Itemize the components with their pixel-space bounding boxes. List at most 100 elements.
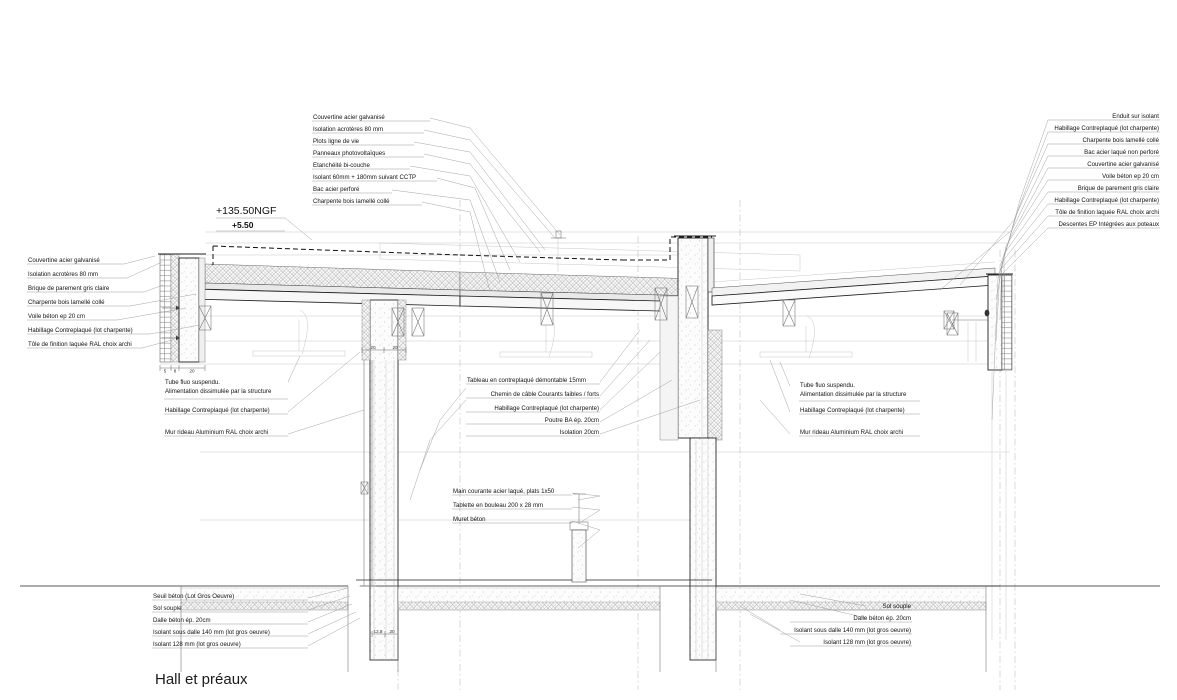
leaders-bottom-left — [307, 587, 361, 647]
label-midcenter-0: Tableau en contreplaqué démontable 15mm — [467, 377, 586, 384]
dim-wall-20: 20 — [189, 369, 195, 374]
plot-ligne-de-vie — [551, 230, 566, 272]
dim-col-20b: 20 — [392, 345, 398, 350]
dimension-slab: 12.8 20 — [371, 629, 399, 637]
brace-4 — [540, 292, 554, 326]
dim-wall-8: 8 — [174, 369, 177, 374]
label-top-7: Charpente bois lamellé collé — [313, 198, 390, 205]
dim-slab-20: 20 — [389, 629, 395, 634]
label-right-0: Enduit sur isolant — [1112, 113, 1159, 120]
background-construction-lines — [160, 231, 1010, 521]
label-midright-2: Habillage Contreplaqué (lot charpente) — [800, 407, 905, 414]
leaders-mid-center — [409, 329, 701, 501]
label-midcenter-2: Habillage Contreplaqué (lot charpente) — [494, 405, 599, 412]
label-right-8: Tôle de finition laquée RAL choix archi — [1055, 209, 1159, 216]
brace-8 — [946, 312, 959, 336]
label-top-1: Isolation acrotères 80 mm — [313, 126, 383, 133]
left-wall-assembly: 5 8 20 — [158, 253, 206, 374]
label-midright-3: Mur rideau Aluminium RAL choix archi — [800, 429, 903, 436]
label-right-5: Voile béton ep 20 cm — [1102, 173, 1159, 180]
brace-3 — [411, 307, 425, 337]
label-bottomright-3: Isolant 128 mm (lot gros oeuvre) — [823, 639, 911, 646]
labels-left-upper: Couvertine acier galvanisé Isolation acr… — [27, 257, 150, 349]
label-bottomleft-0: Seuil béton (Lot Gros Oeuvre) — [153, 593, 234, 600]
label-left-2: Brique de parement gris claire — [28, 285, 110, 292]
label-bottomleft-2: Dalle béton ép. 20cm — [153, 617, 211, 624]
label-rail-0: Main courante acier laqué, plats 1x50 — [453, 488, 555, 495]
central-column-lower — [689, 236, 717, 661]
dimension-wall-left: 5 8 20 — [159, 365, 206, 374]
leaders-mid-left — [287, 351, 365, 435]
handrail-assembly — [569, 493, 589, 583]
label-right-1: Habillage Contreplaqué (lot charpente) — [1054, 125, 1159, 132]
label-left-4: Voile béton ep 20 cm — [28, 313, 85, 320]
dim-col-20a: 20 — [370, 345, 376, 350]
label-left-3: Charpente bois lamellé collé — [28, 299, 105, 306]
leaders-left-upper — [116, 255, 201, 349]
leaders-top-center — [391, 117, 561, 293]
roof-assembly-right — [711, 261, 996, 306]
label-top-2: Plots ligne de vie — [313, 138, 360, 145]
timber-post-braces — [198, 285, 959, 337]
brace-5 — [654, 287, 668, 321]
label-top-4: Etanchéité bi-couche — [313, 162, 371, 169]
labels-mid-right: Tube fluo suspendu. Alimentation dissimu… — [799, 382, 920, 437]
label-right-4: Couvertine acier galvanisé — [1087, 161, 1159, 168]
label-midleft-1: Alimentation dissimulée par la structure — [165, 388, 272, 395]
label-right-7: Habillage Contreplaqué (lot charpente) — [1054, 197, 1159, 204]
brace-1 — [198, 305, 212, 331]
leaders-mid-right — [759, 359, 791, 435]
brace-6 — [685, 285, 699, 319]
label-midleft-2: Habillage Contreplaqué (lot charpente) — [165, 407, 270, 414]
label-midright-0: Tube fluo suspendu. — [800, 382, 855, 389]
label-bottomleft-1: Sol souple — [153, 605, 182, 612]
drawing-title: Hall et préaux — [155, 671, 248, 688]
label-midleft-0: Tube fluo suspendu. — [165, 379, 220, 386]
leaders-bottom-right — [739, 593, 867, 643]
label-top-0: Couvertine acier galvanisé — [313, 114, 385, 121]
label-left-1: Isolation acrotères 80 mm — [28, 271, 98, 278]
leaders-right-upper — [939, 119, 1049, 421]
labels-bottom-right: Sol souple Dalle béton ép. 20cm Isolant … — [780, 603, 912, 647]
label-right-6: Brique de parement gris claire — [1078, 185, 1160, 192]
label-top-5: Isolant 60mm + 180mm suivant CCTP — [313, 174, 416, 181]
label-top-3: Panneaux photovoltaïques — [313, 150, 385, 157]
roof-assembly-center — [459, 230, 701, 313]
central-concrete-core — [622, 235, 723, 441]
label-right-3: Bac acier laqué non perforé — [1084, 149, 1159, 156]
label-midcenter-1: Chemin de câble Courants faibles / forts — [491, 391, 599, 398]
label-midleft-3: Mur rideau Aluminium RAL choix archi — [165, 429, 268, 436]
right-wall-assembly — [943, 273, 1013, 640]
label-left-0: Couvertine acier galvanisé — [28, 257, 100, 264]
labels-right-upper: Enduit sur isolant Habillage Contreplaqu… — [1048, 113, 1160, 229]
label-midcenter-4: Isolation 20cm — [560, 429, 599, 436]
dimension-column: 20 20 — [361, 345, 407, 353]
label-bottomleft-4: Isolant 128 mm (lot gros oeuvre) — [153, 641, 241, 648]
label-top-6: Bac acier perforé — [313, 186, 360, 193]
labels-bottom-left: Seuil béton (Lot Gros Oeuvre) Sol souple… — [152, 593, 308, 649]
dim-slab-128: 12.8 — [374, 629, 383, 634]
label-left-5: Habillage Contreplaqué (lot charpente) — [28, 327, 133, 334]
labels-top-center: Couvertine acier galvanisé Isolation acr… — [312, 114, 437, 206]
ground-and-slab: 12.8 20 — [20, 579, 1160, 672]
label-bottomright-0: Sol souple — [883, 603, 912, 610]
label-right-9: Descentes EP Intégrées aux poteaux — [1059, 221, 1160, 228]
suspended-fluo-tubes — [252, 309, 853, 359]
label-bottomright-2: Isolant sous dalle 140 mm (lot gros oeuv… — [794, 627, 911, 634]
label-left-6: Tôle de finition laquée RAL choix archi — [28, 341, 132, 348]
elevation-marker: +135.50NGF +5.50 — [216, 205, 313, 241]
dim-wall-5: 5 — [164, 369, 167, 374]
labels-mid-left: Tube fluo suspendu. Alimentation dissimu… — [164, 379, 288, 437]
label-bottomleft-3: Isolant sous dalle 140 mm (lot gros oeuv… — [153, 629, 270, 636]
leaders-rail — [571, 492, 601, 549]
elevation-ngf: +135.50NGF — [216, 205, 276, 217]
labels-mid-center: Tableau en contreplaqué démontable 15mm … — [466, 377, 600, 437]
curtain-wall-left — [358, 360, 376, 587]
left-column: 20 20 — [361, 299, 407, 661]
labels-rail: Main courante acier laqué, plats 1x50 Ta… — [452, 488, 572, 524]
label-right-2: Charpente bois lamellé collé — [1082, 137, 1159, 144]
label-midcenter-3: Poutre BA ép. 20cm — [545, 417, 599, 424]
label-midright-1: Alimentation dissimulée par la structure — [800, 391, 907, 398]
